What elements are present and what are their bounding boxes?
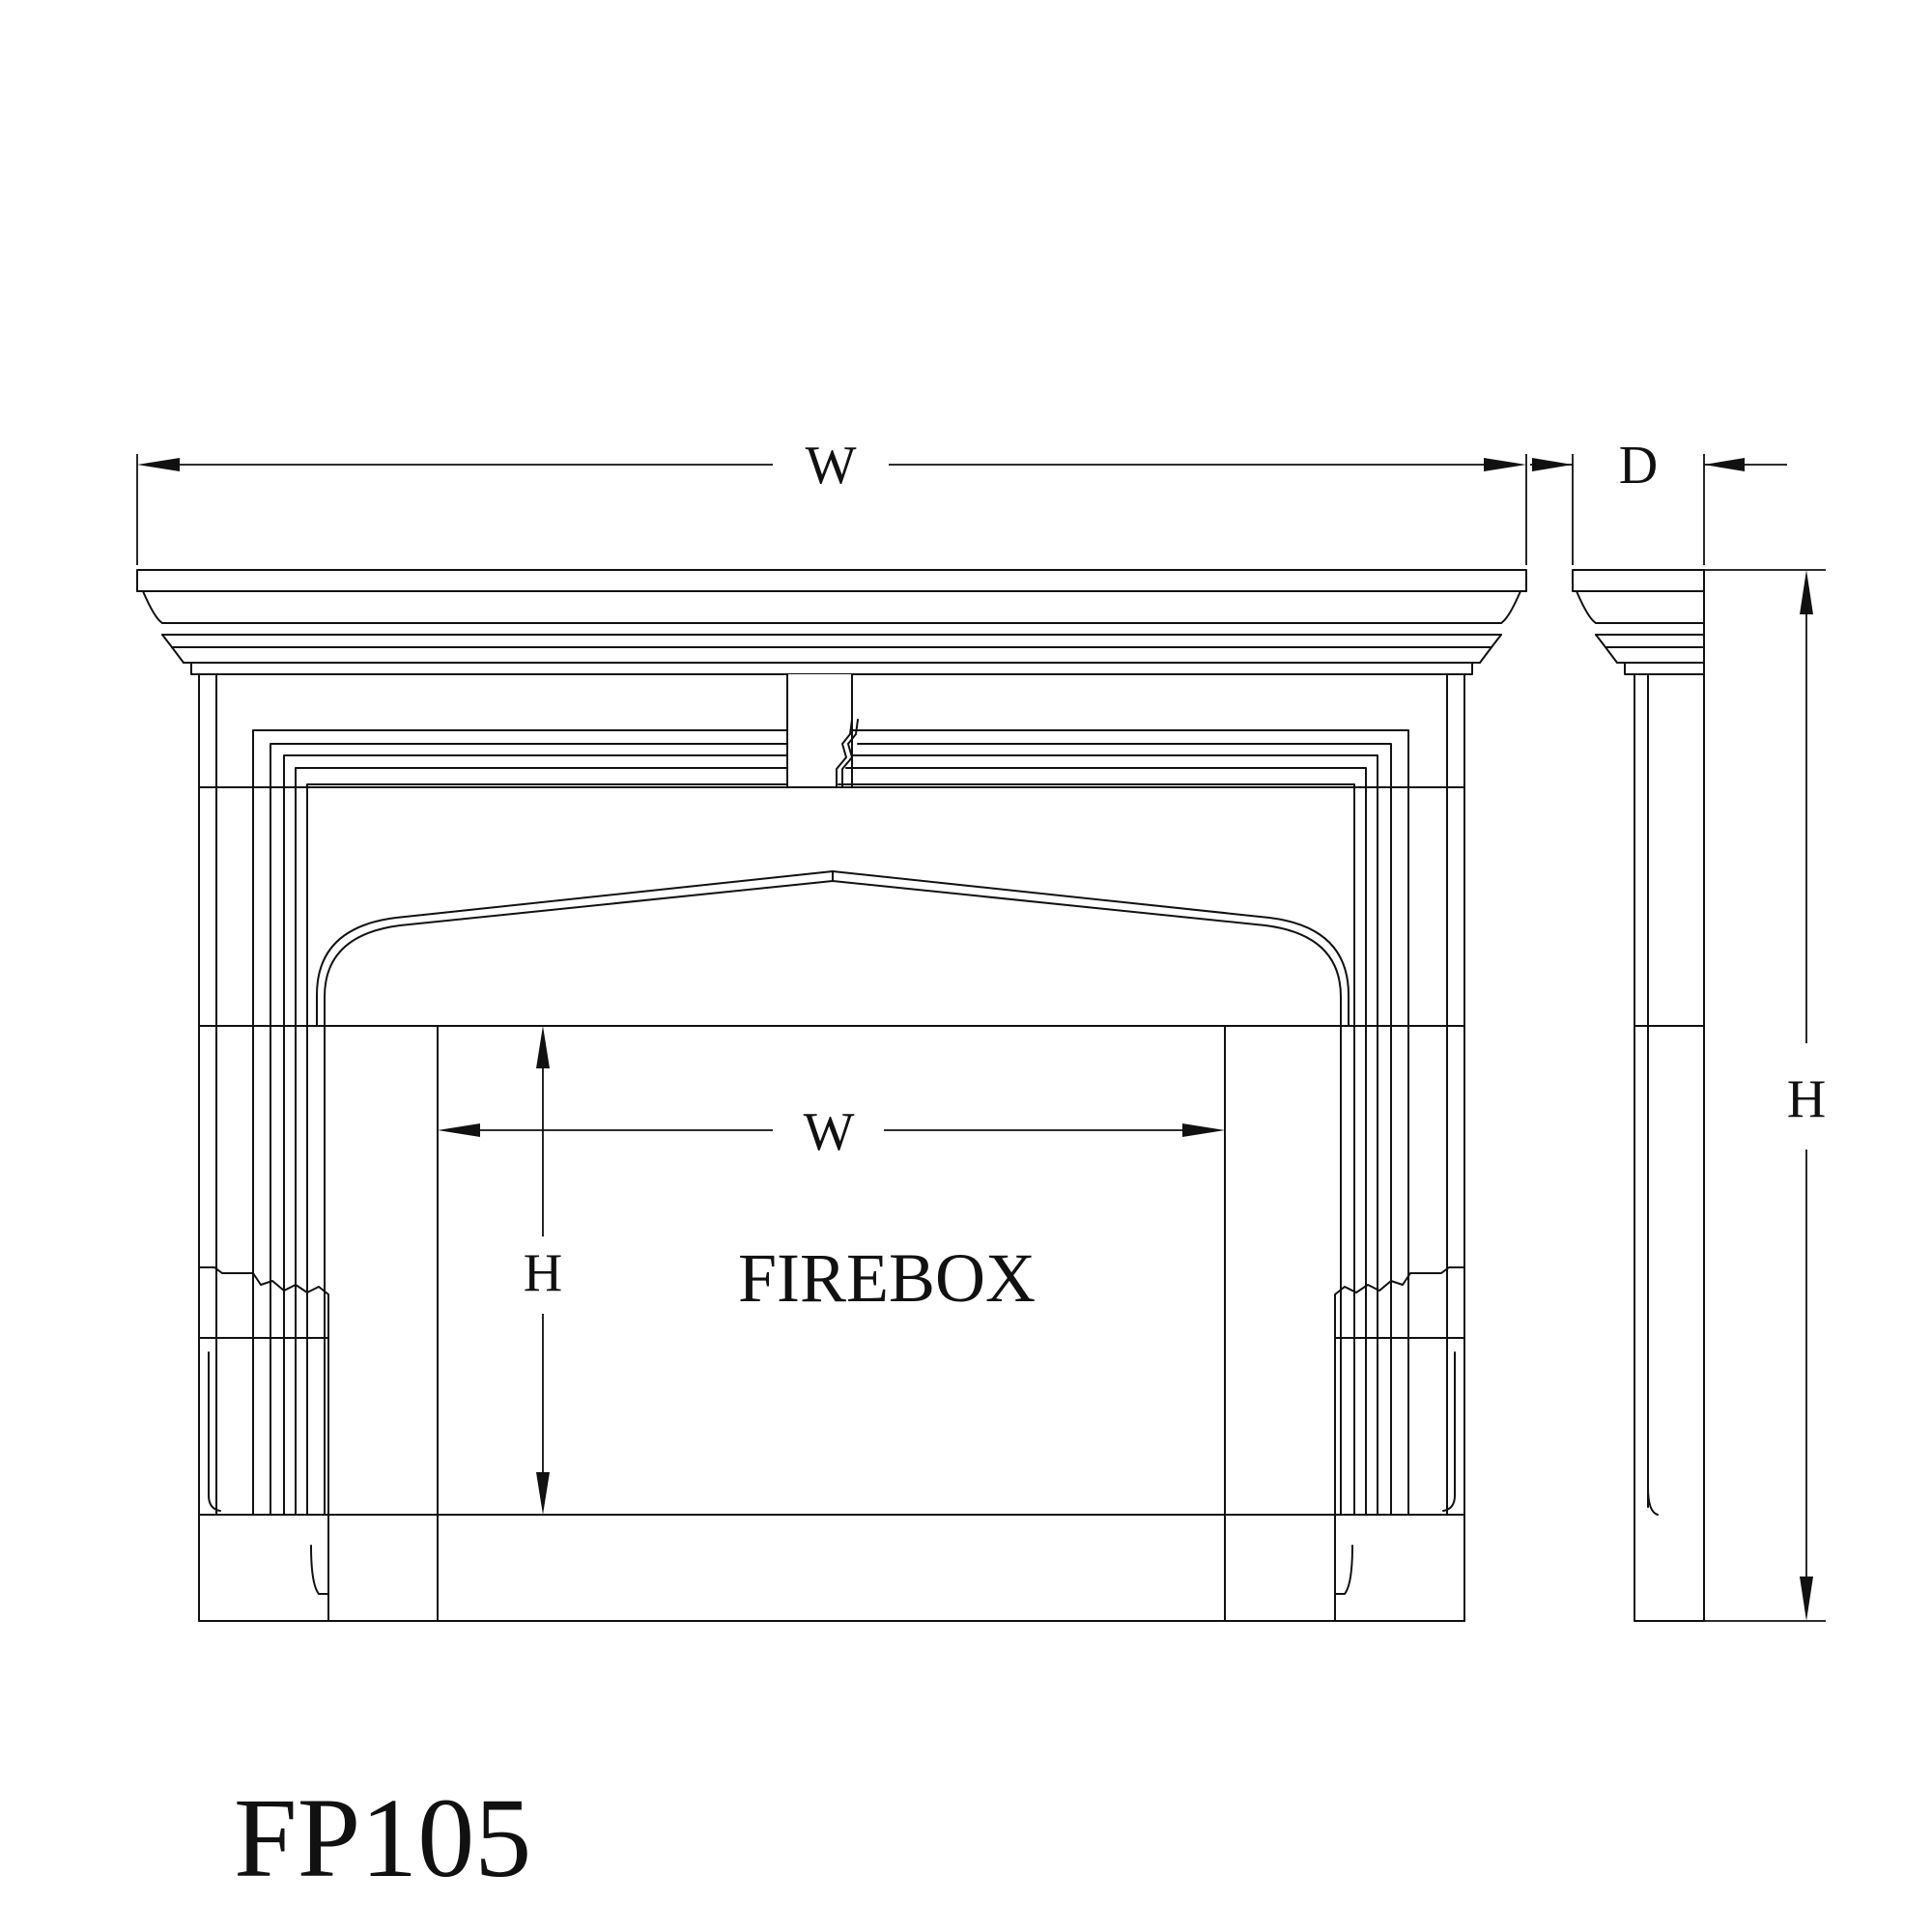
overall-height-dimension: H — [1704, 569, 1826, 1622]
depth-dimension: D — [1530, 436, 1787, 565]
right-jamb — [1224, 1025, 1465, 1622]
firebox-height-dimension: H — [524, 1026, 562, 1515]
firebox-width-label: W — [804, 1102, 855, 1162]
tudor-arch — [316, 870, 1350, 1027]
front-elevation — [136, 569, 1527, 1622]
model-code: FP105 — [234, 1775, 531, 1901]
firebox-opening — [437, 1025, 1226, 1516]
depth-label: D — [1619, 436, 1658, 496]
overall-height-label: H — [1787, 1069, 1826, 1129]
left-jamb — [198, 1025, 439, 1622]
side-elevation — [1572, 569, 1705, 1622]
firebox-width-dimension: W — [438, 1102, 1225, 1162]
rectangular-mouldings — [198, 729, 1465, 1516]
mantel-shelf — [136, 569, 1527, 675]
firebox-label: FIREBOX — [738, 1239, 1036, 1317]
keystone-block — [786, 673, 859, 788]
overall-width-label: W — [806, 436, 857, 496]
overall-width-dimension: W — [136, 436, 1527, 565]
firebox-height-label: H — [524, 1243, 562, 1303]
